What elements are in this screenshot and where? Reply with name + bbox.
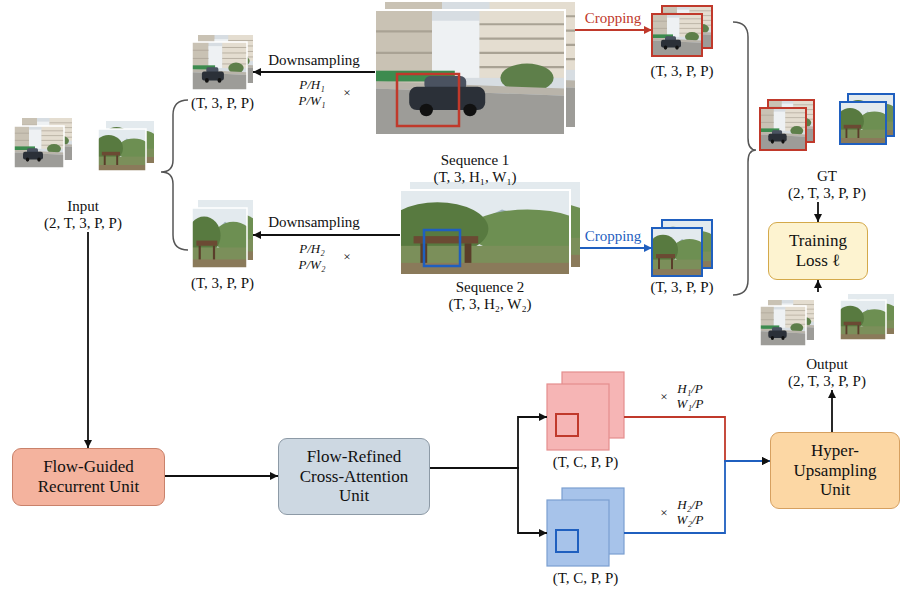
input-frames: Input(2, T, 3, P, P) [12,118,154,232]
sequence-frames: Sequence 2(T, 3, H₂, W₂) [400,182,580,313]
downsampled-frames: (T, 3, P, P) [192,200,253,292]
ground-truth-frames: GT(2, T, 3, P, P) [757,94,897,202]
photo [760,306,806,346]
caption: (2, T, 3, P, P) [788,373,866,390]
crop-window [397,74,459,126]
scale-factor: P/W₂ [299,257,326,272]
photo [94,129,151,171]
photo [192,42,247,90]
scale-factor: × [660,389,669,404]
caption: (T, 3, P, P) [191,275,254,292]
edge-label: Downsampling [268,52,360,69]
brace [161,100,188,250]
scale-factor: W₁/P [677,396,704,411]
downsampled-images [188,35,259,268]
gt-images [760,94,899,150]
scale-factor: P/H₁ [299,77,324,92]
caption: (2, T, 3, P, P) [44,215,122,232]
caption: GT [817,168,837,185]
caption: Input [67,198,99,215]
caption: Output [806,356,848,373]
caption: (T, 3, P, P) [650,279,713,296]
edge-label: Cropping [585,10,642,27]
photo [14,126,64,168]
scale-factor: W₂/P [677,512,704,527]
loss-box: Training Loss ℓ [768,222,868,280]
connector [624,417,770,461]
caption: (T, C, P, P) [553,454,619,471]
box-label: Flow-Refined Cross-Attention Unit [294,447,414,506]
box-label: Flow-Guided Recurrent Unit [19,457,159,496]
box-label: Hyper-Upsampling Unit [787,441,883,500]
process-box: Flow-Refined Cross-Attention Unit [278,438,430,515]
edge-label: Cropping [585,228,642,245]
photo [836,102,890,144]
connector [87,232,89,448]
caption: Sequence 1 [441,152,510,169]
photo [648,228,707,276]
box-label: Training Loss ℓ [778,231,858,270]
crop-window [424,230,460,266]
connector [817,280,819,292]
caption: (T, C, P, P) [553,570,619,587]
input-images [14,118,159,171]
caption: (T, 3, P, P) [191,95,254,112]
connector [430,468,547,533]
feature-map: (T, C, P, P) [547,372,624,471]
connector [253,234,400,236]
scale-factor: P/H₂ [299,241,324,256]
photo [836,300,890,340]
connector [580,247,652,249]
cropped-images [648,6,717,276]
caption: (2, T, 3, P, P) [788,185,866,202]
photo [386,190,587,275]
photo [188,208,253,268]
downsampled-frames: (T, 3, P, P) [192,35,253,112]
scale-factor: × [343,85,352,100]
sequence-images [375,2,597,275]
process-box: Flow-Guided Recurrent Unit [12,448,165,506]
edge-label: Downsampling [268,214,360,231]
photo [375,10,565,135]
brace [733,22,756,295]
connector [624,461,770,533]
feature-map: (T, C, P, P) [547,488,624,587]
feature-maps [547,372,624,566]
connector [831,390,833,432]
scale-factor: P/W₁ [299,93,326,108]
output-frames: Output(2, T, 3, P, P) [757,292,897,390]
output-images [760,294,899,346]
connector [430,417,547,468]
sequence-frames: Sequence 1(T, 3, H₁, W₁) [375,2,575,186]
caption: (T, 3, P, P) [650,63,713,80]
caption: Sequence 2 [456,279,525,296]
connector [575,29,652,31]
connector [817,202,819,222]
connector [165,475,278,477]
scale-factor: × [343,249,352,264]
cropped-frames: (T, 3, P, P) [652,6,712,80]
scale-factor: H₁/P [677,381,702,396]
caption: (T, 3, H₁, W₁) [433,169,516,186]
caption: (T, 3, H₂, W₂) [448,296,531,313]
scale-factor: H₂/P [677,497,702,512]
process-box: Hyper-Upsampling Unit [770,432,900,509]
cropped-frames: (T, 3, P, P) [652,220,712,296]
connector [253,71,375,73]
photo [760,108,806,150]
scale-factor: × [660,505,669,520]
photo [652,14,702,56]
